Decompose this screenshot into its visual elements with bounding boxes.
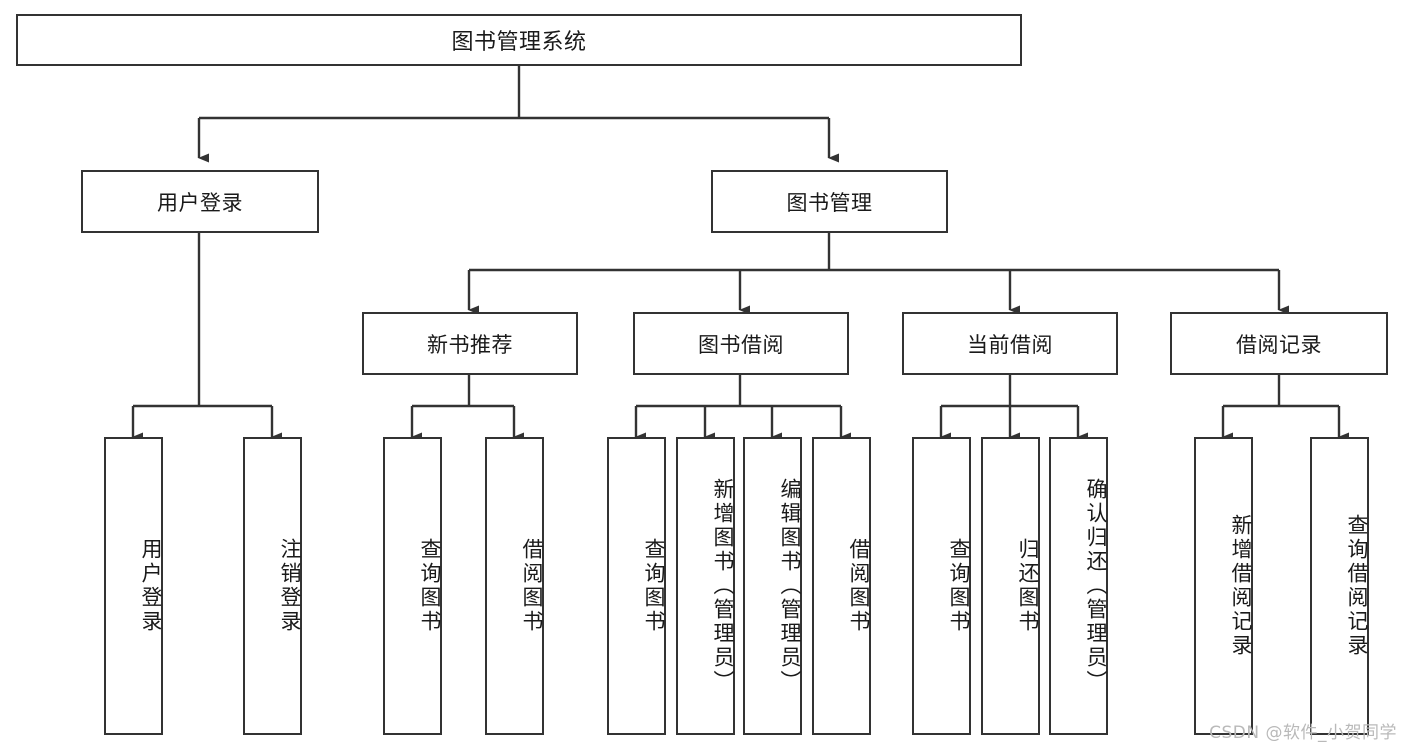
node-leaf-logout-login-label: 注销登录 [278,538,302,634]
node-book-borrow-label: 图书借阅 [698,332,784,357]
node-book-management-label: 图书管理 [786,190,873,215]
node-leaf-confirm-return-label: 确认归还（管理员） [1084,478,1108,694]
node-user-login[interactable]: 用户登录 [81,170,319,233]
node-leaf-query-book-3-label: 查询图书 [947,538,971,634]
node-current-borrow[interactable]: 当前借阅 [902,312,1118,375]
node-new-book-recommend[interactable]: 新书推荐 [362,312,578,375]
node-leaf-query-book-2[interactable]: 查询图书 [607,437,666,735]
node-leaf-query-record[interactable]: 查询借阅记录 [1310,437,1369,735]
node-leaf-return-book[interactable]: 归还图书 [981,437,1040,735]
node-new-book-recommend-label: 新书推荐 [427,332,513,357]
node-leaf-add-record[interactable]: 新增借阅记录 [1194,437,1253,735]
node-leaf-query-record-label: 查询借阅记录 [1345,514,1369,658]
node-leaf-user-login[interactable]: 用户登录 [104,437,163,735]
node-book-management[interactable]: 图书管理 [711,170,948,233]
node-leaf-edit-book-label: 编辑图书（管理员） [778,478,802,694]
node-leaf-logout-login[interactable]: 注销登录 [243,437,302,735]
node-leaf-add-record-label: 新增借阅记录 [1229,514,1253,658]
node-leaf-borrow-book-2[interactable]: 借阅图书 [812,437,871,735]
node-leaf-user-login-label: 用户登录 [139,538,163,634]
node-leaf-query-book-1[interactable]: 查询图书 [383,437,442,735]
node-leaf-return-book-label: 归还图书 [1016,538,1040,634]
node-root[interactable]: 图书管理系统 [16,14,1022,66]
node-book-borrow[interactable]: 图书借阅 [633,312,849,375]
node-leaf-confirm-return[interactable]: 确认归还（管理员） [1049,437,1108,735]
node-borrow-record[interactable]: 借阅记录 [1170,312,1388,375]
node-leaf-borrow-book-1-label: 借阅图书 [520,538,544,634]
node-leaf-edit-book[interactable]: 编辑图书（管理员） [743,437,802,735]
node-leaf-add-book-label: 新增图书（管理员） [711,478,735,694]
node-current-borrow-label: 当前借阅 [967,332,1053,357]
node-leaf-add-book[interactable]: 新增图书（管理员） [676,437,735,735]
node-borrow-record-label: 借阅记录 [1236,332,1322,357]
node-leaf-borrow-book-2-label: 借阅图书 [847,538,871,634]
node-leaf-borrow-book-1[interactable]: 借阅图书 [485,437,544,735]
node-leaf-query-book-2-label: 查询图书 [642,538,666,634]
node-user-login-label: 用户登录 [157,190,243,215]
node-leaf-query-book-1-label: 查询图书 [418,538,442,634]
watermark: CSDN @软件_小贺同学 [1209,723,1397,743]
node-leaf-query-book-3[interactable]: 查询图书 [912,437,971,735]
node-root-label: 图书管理系统 [451,30,587,55]
